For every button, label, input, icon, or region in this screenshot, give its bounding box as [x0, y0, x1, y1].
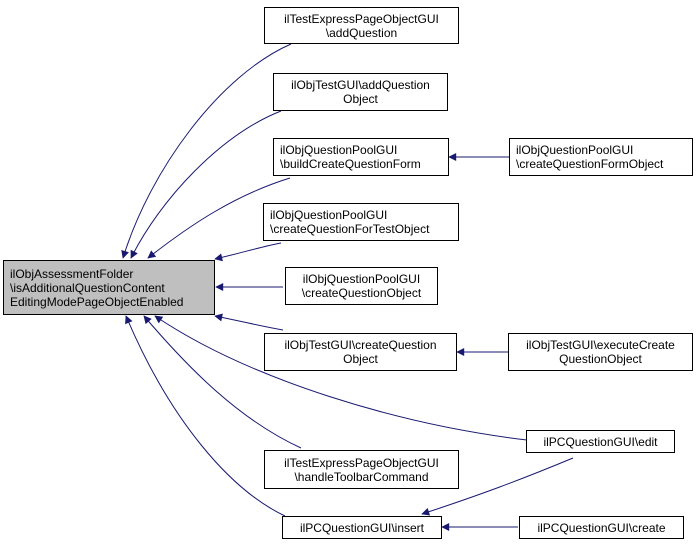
- edge-n3-root: [147, 177, 291, 259]
- edge-n11-root: [154, 315, 528, 441]
- node-line: ilTestExpressPageObjectGUI: [284, 455, 439, 470]
- edge-n7-root: [143, 315, 302, 449]
- node-line: Object: [343, 352, 378, 366]
- caller-node-create[interactable]: ilPCQuestionGUI\create: [519, 516, 684, 539]
- node-line: \createQuestionForTestObject: [270, 222, 430, 236]
- node-line: ilPCQuestionGUI\insert: [299, 520, 425, 535]
- caller-node-test-createquestionobject[interactable]: ilObjTestGUI\createQuestion Object: [264, 333, 457, 371]
- node-line: ilPCQuestionGUI\create: [537, 520, 666, 535]
- node-line: \addQuestion: [325, 25, 398, 40]
- edge-n6-root: [214, 313, 284, 331]
- caller-node-buildcreatequestionform[interactable]: ilObjQuestionPoolGUI \buildCreateQuestio…: [273, 138, 449, 176]
- root-line-3: EditingModePageObjectEnabled: [10, 294, 184, 309]
- node-line: ilTestExpressPageObjectGUI: [284, 11, 439, 26]
- root-line-1: ilObjAssessmentFolder: [10, 266, 134, 281]
- node-line: ilObjQuestionPoolGUI: [516, 143, 634, 157]
- root-node[interactable]: ilObjAssessmentFolder \isAdditionalQuest…: [3, 260, 215, 315]
- edge-n8-root: [125, 315, 286, 517]
- caller-node-handletoolbarcommand[interactable]: ilTestExpressPageObjectGUI \handleToolba…: [264, 450, 459, 489]
- node-line: ilObjQuestionPoolGUI: [270, 208, 388, 222]
- node-line: \buildCreateQuestionForm: [280, 157, 421, 171]
- node-line: QuestionObject: [559, 352, 642, 366]
- node-line: ilObjTestGUI\addQuestion: [291, 78, 430, 92]
- caller-node-createquestionfortestobject[interactable]: ilObjQuestionPoolGUI \createQuestionForT…: [263, 203, 459, 241]
- caller-node-addquestion[interactable]: ilTestExpressPageObjectGUI \addQuestion: [264, 7, 459, 44]
- caller-node-insert[interactable]: ilPCQuestionGUI\insert: [282, 516, 442, 539]
- edge-n11-n8: [421, 457, 574, 516]
- node-line: ilObjQuestionPoolGUI: [280, 143, 398, 157]
- node-line: ilObjTestGUI\executeCreate: [526, 338, 675, 352]
- node-line: ilObjQuestionPoolGUI: [302, 272, 421, 286]
- node-line: \handleToolbarCommand: [294, 469, 429, 484]
- edge-n2-root: [130, 110, 282, 259]
- caller-node-edit[interactable]: ilPCQuestionGUI\edit: [526, 430, 675, 453]
- caller-node-executecreatequestionobject[interactable]: ilObjTestGUI\executeCreate QuestionObjec…: [508, 333, 693, 371]
- node-line: \createQuestionObject: [301, 286, 422, 300]
- node-line: ilPCQuestionGUI\edit: [543, 434, 658, 449]
- edge-n1-root: [121, 43, 292, 259]
- root-line-2: \isAdditionalQuestionContent: [10, 280, 165, 295]
- node-line: ilObjTestGUI\createQuestion: [284, 338, 437, 352]
- caller-node-addquestionobject[interactable]: ilObjTestGUI\addQuestion Object: [273, 73, 448, 111]
- caller-node-createquestionformobject[interactable]: ilObjQuestionPoolGUI \createQuestionForm…: [509, 138, 693, 176]
- caller-node-createquestionobject[interactable]: ilObjQuestionPoolGUI \createQuestionObje…: [285, 267, 438, 305]
- node-line: \createQuestionFormObject: [516, 157, 664, 171]
- node-line: Object: [343, 92, 378, 106]
- edge-n4-root: [214, 242, 282, 262]
